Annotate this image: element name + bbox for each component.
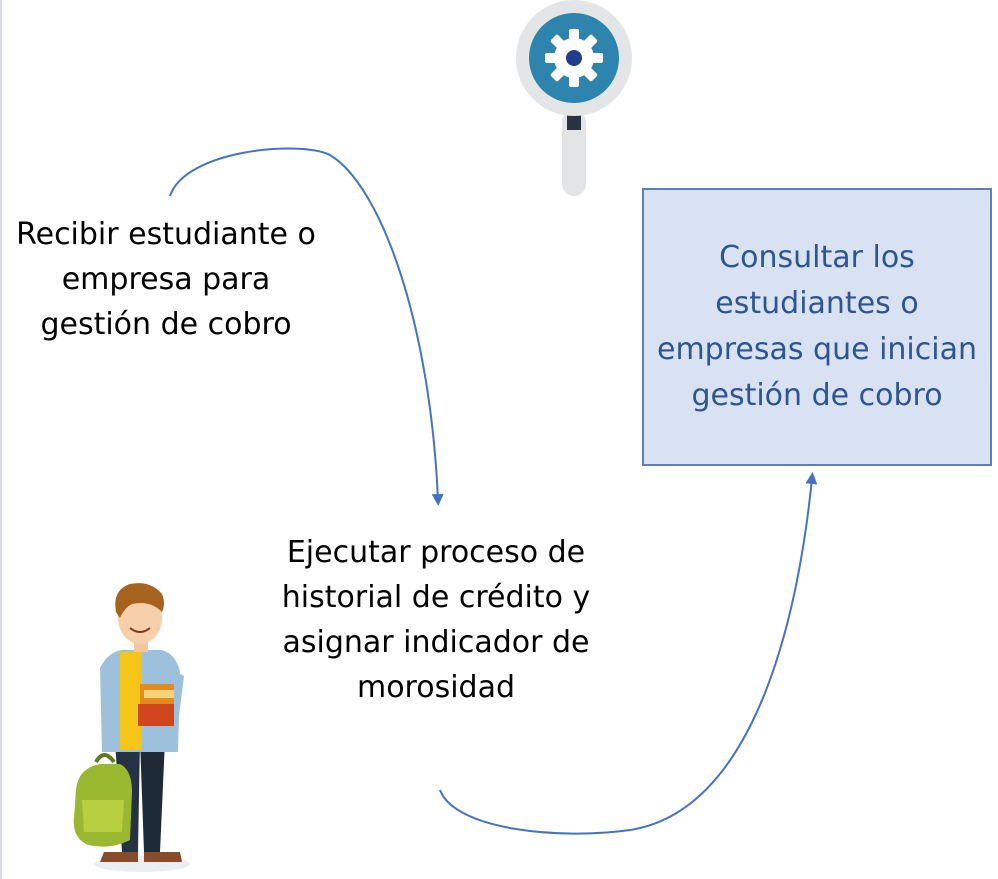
step-execute-text: Ejecutar proceso de historial de crédito… (281, 535, 591, 705)
left-edge-line (0, 0, 2, 879)
step-receive-text: Recibir estudiante o empresa para gestió… (16, 217, 316, 342)
step-consult-text: Consultar los estudiantes o empresas que… (657, 240, 977, 413)
arrow-execute-to-consult (439, 472, 818, 835)
arrow-receive-to-execute (169, 147, 444, 506)
step-consult-box: Consultar los estudiantes o empresas que… (642, 188, 992, 466)
